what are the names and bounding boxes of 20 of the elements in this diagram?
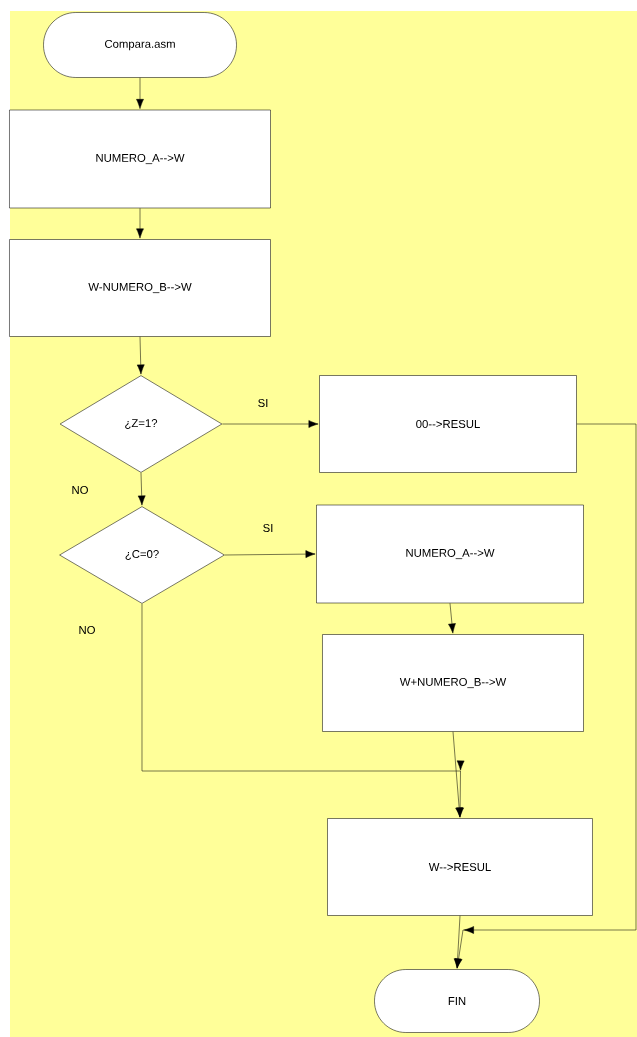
arrow xyxy=(222,420,319,428)
process-box: W+NUMERO_B-->W xyxy=(322,634,584,732)
arrow xyxy=(137,472,146,506)
edge-label: SI xyxy=(261,522,275,534)
edge-label: SI xyxy=(256,397,270,409)
arrow xyxy=(141,603,465,818)
process-box: NUMERO_A-->W xyxy=(9,109,271,209)
process-box: NUMERO_A-->W xyxy=(316,504,584,604)
arrow xyxy=(224,550,316,558)
arrow xyxy=(448,603,456,634)
terminal-oval: FIN xyxy=(374,969,540,1033)
arrow xyxy=(136,336,145,375)
arrow xyxy=(136,208,144,239)
arrow xyxy=(136,77,144,109)
process-box: W-->RESUL xyxy=(327,818,593,916)
process-box: 00-->RESUL xyxy=(319,375,577,473)
arrow xyxy=(454,423,637,969)
edge-label: NO xyxy=(70,484,90,496)
process-box: W-NUMERO_B-->W xyxy=(9,239,271,337)
edge-label: NO xyxy=(77,624,97,636)
